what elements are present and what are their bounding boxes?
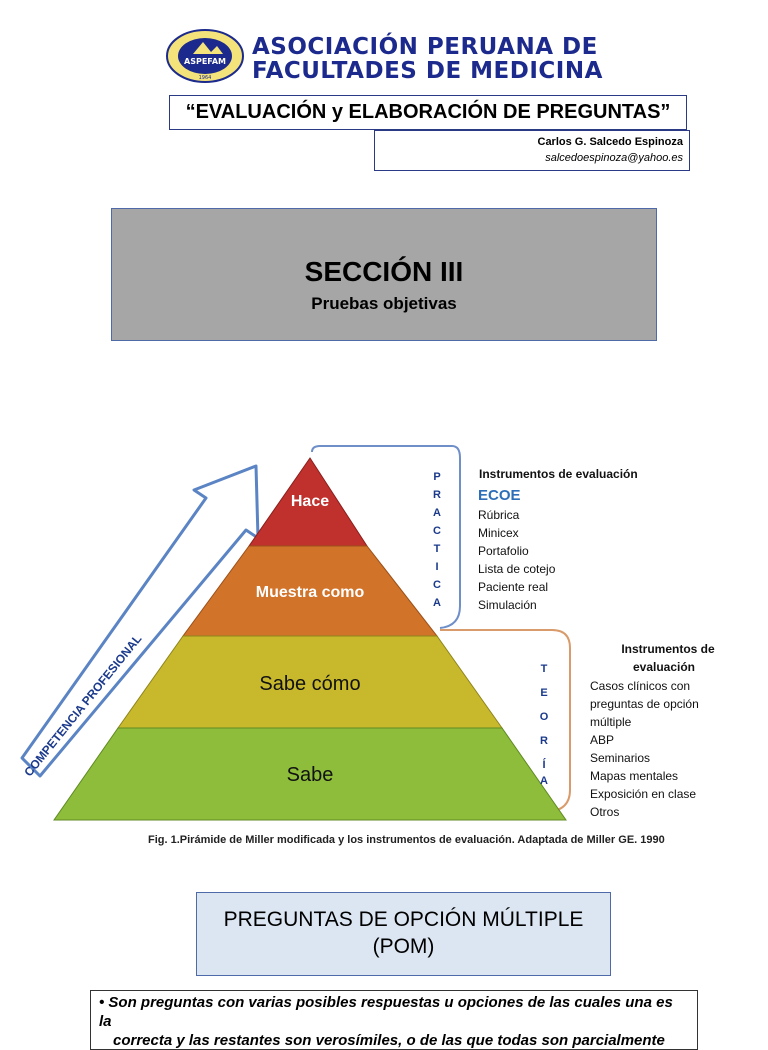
definition-bullet-box: • Son preguntas con varias posibles resp… [90, 990, 698, 1050]
logo-year: 1964 [199, 75, 212, 81]
bullet-text-2: correcta y las restantes son verosímiles… [113, 1032, 665, 1049]
teoria-instrument-item: ABP [590, 733, 614, 747]
teoria-letter: Í [542, 758, 546, 771]
ecoe-label: ECOE [478, 487, 521, 504]
teoria-instrument-item: preguntas de opción [590, 697, 699, 711]
document-title: “EVALUACIÓN y ELABORACIÓN DE PREGUNTAS” [169, 95, 687, 130]
teoria-instrument-item: Casos clínicos con [590, 679, 690, 693]
practica-instruments-heading: Instrumentos de evaluación [479, 467, 638, 481]
level-label-sabe: Sabe [287, 764, 334, 786]
practica-instrument-item: Rúbrica [478, 508, 520, 522]
practica-letter: C [433, 525, 441, 537]
aspefam-logo: ASPEFAM 1964 [166, 29, 244, 83]
practica-letter: P [433, 471, 440, 483]
practica-instrument-item: Simulación [478, 598, 537, 612]
practica-letter: A [433, 597, 441, 609]
figure-caption: Fig. 1.Pirámide de Miller modificada y l… [148, 834, 665, 846]
teoria-letter: O [540, 711, 549, 723]
org-name-line1: ASOCIACIÓN PERUANA DE [252, 34, 598, 60]
miller-pyramid-figure: COMPETENCIA PROFESIONAL Hace Muestra com… [20, 445, 715, 821]
org-name-line2: FACULTADES DE MEDICINA [252, 58, 603, 84]
practica-instrument-item: Minicex [478, 526, 519, 540]
teoria-instrument-item: Mapas mentales [590, 769, 678, 783]
pom-heading-line1: PREGUNTAS DE OPCIÓN MÚLTIPLE [223, 908, 584, 931]
practica-letter: I [435, 561, 438, 573]
section-banner: SECCIÓN III Pruebas objetivas [111, 208, 657, 341]
level-label-sabe-como: Sabe cómo [259, 673, 360, 695]
practica-instrument-item: Portafolio [478, 544, 529, 558]
author-email: salcedoespinoza@yahoo.es [545, 152, 683, 164]
teoria-letter: E [540, 687, 547, 699]
practica-letter: A [433, 507, 441, 519]
pyramid-level-sabe [53, 727, 567, 821]
level-label-hace: Hace [291, 493, 329, 510]
practica-letter: C [433, 579, 441, 591]
teoria-instrument-item: Otros [590, 805, 619, 819]
pom-heading-line2: (POM) [372, 935, 435, 958]
level-label-muestra: Muestra como [256, 584, 365, 601]
author-name: Carlos G. Salcedo Espinoza [537, 136, 684, 148]
competencia-arrow [20, 464, 260, 778]
practica-letter: T [434, 543, 441, 555]
bullet-text-1: Son preguntas con varias posibles respue… [99, 994, 673, 1030]
practica-instrument-item: Paciente real [478, 580, 548, 594]
teoria-instrument-item: múltiple [590, 715, 632, 729]
teoria-instruments-heading-1: Instrumentos de [621, 642, 715, 656]
section-subtitle: Pruebas objetivas [311, 294, 457, 313]
practica-instrument-item: Lista de cotejo [478, 562, 556, 576]
section-title: SECCIÓN III [304, 256, 464, 287]
author-box: Carlos G. Salcedo Espinoza salcedoespino… [374, 130, 690, 171]
teoria-instrument-item: Exposición en clase [590, 787, 696, 801]
bullet-line2: correcta y las restantes son verosímiles… [99, 1031, 689, 1050]
logo-text: ASPEFAM [184, 57, 226, 66]
teoria-instrument-item: Seminarios [590, 751, 650, 765]
bullet-line1: • Son preguntas con varias posibles resp… [99, 994, 673, 1030]
pom-heading-box: PREGUNTAS DE OPCIÓN MÚLTIPLE (POM) [196, 892, 611, 976]
teoria-letter: R [540, 735, 548, 747]
teoria-letter: T [541, 663, 548, 675]
teoria-instruments-heading-2: evaluación [633, 660, 695, 674]
teoria-letter: A [540, 775, 548, 787]
practica-bracket [311, 445, 461, 629]
teoria-bracket [440, 629, 571, 813]
practica-letter: R [433, 489, 441, 501]
